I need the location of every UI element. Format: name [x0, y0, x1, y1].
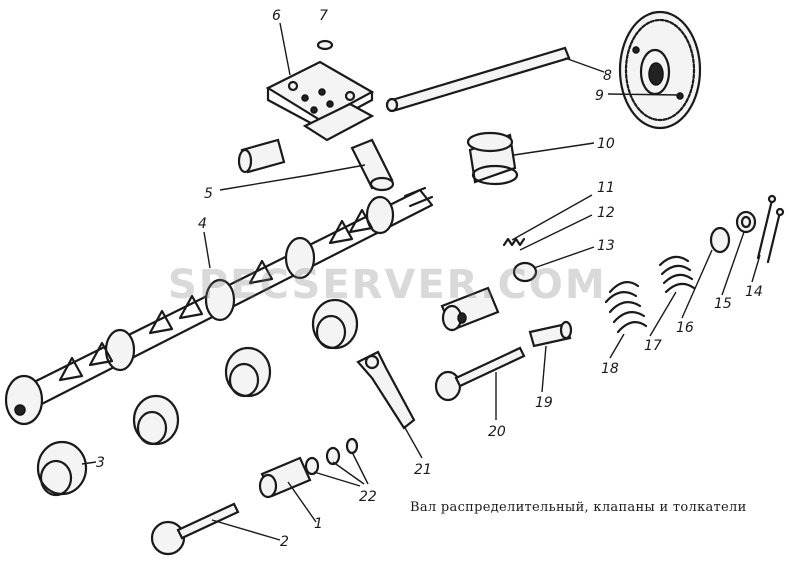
callout-3: 3	[96, 455, 105, 471]
rocker-arm	[356, 350, 416, 430]
spacer-bushings	[237, 138, 395, 192]
callout-12: 12	[597, 205, 615, 221]
valve-keepers	[756, 194, 785, 264]
exhaust-valve	[434, 346, 526, 402]
callout-8: 8	[603, 68, 612, 84]
tappet-body	[440, 286, 500, 332]
rocker-shaft	[385, 46, 571, 113]
callout-6: 6	[272, 8, 281, 24]
thrust-flange	[265, 60, 375, 142]
callout-9: 9	[595, 88, 604, 104]
camshaft	[4, 186, 434, 426]
callout-1: 1	[314, 516, 323, 532]
callout-11: 11	[597, 180, 615, 196]
tappet-guide	[258, 456, 312, 499]
callout-16: 16	[676, 320, 694, 336]
callout-numbers: 1 2 3 4 5 6 7 8 9 10 11 12 13 14 15 16 1…	[96, 8, 763, 550]
valve-springs	[604, 226, 731, 334]
callout-10: 10	[597, 136, 615, 152]
small-spring	[502, 237, 526, 247]
callout-20: 20	[488, 424, 506, 440]
valve-seals	[304, 437, 359, 476]
callout-14: 14	[745, 284, 763, 300]
washer	[316, 39, 334, 51]
callout-5: 5	[204, 186, 213, 202]
camshaft-gear	[618, 10, 702, 130]
bushing	[466, 131, 519, 186]
watermark: SPECSERVER.COM	[168, 262, 607, 308]
callout-13: 13	[597, 238, 615, 254]
callout-17: 17	[644, 338, 662, 354]
callout-2: 2	[280, 534, 289, 550]
callout-15: 15	[714, 296, 732, 312]
leader-lines	[81, 22, 761, 541]
callout-19: 19	[535, 395, 553, 411]
callout-21: 21	[414, 462, 432, 478]
spring-retainer	[735, 210, 757, 234]
intake-valve	[150, 502, 240, 556]
diagram-caption: Вал распределительный, клапаны и толкате…	[410, 500, 747, 515]
valve-cup	[512, 261, 538, 283]
callout-18: 18	[601, 361, 619, 377]
callout-4: 4	[198, 216, 207, 232]
valve-guide	[528, 320, 573, 348]
camshaft-bearings	[36, 298, 359, 497]
callout-22: 22	[359, 489, 377, 505]
callout-7: 7	[319, 8, 328, 24]
